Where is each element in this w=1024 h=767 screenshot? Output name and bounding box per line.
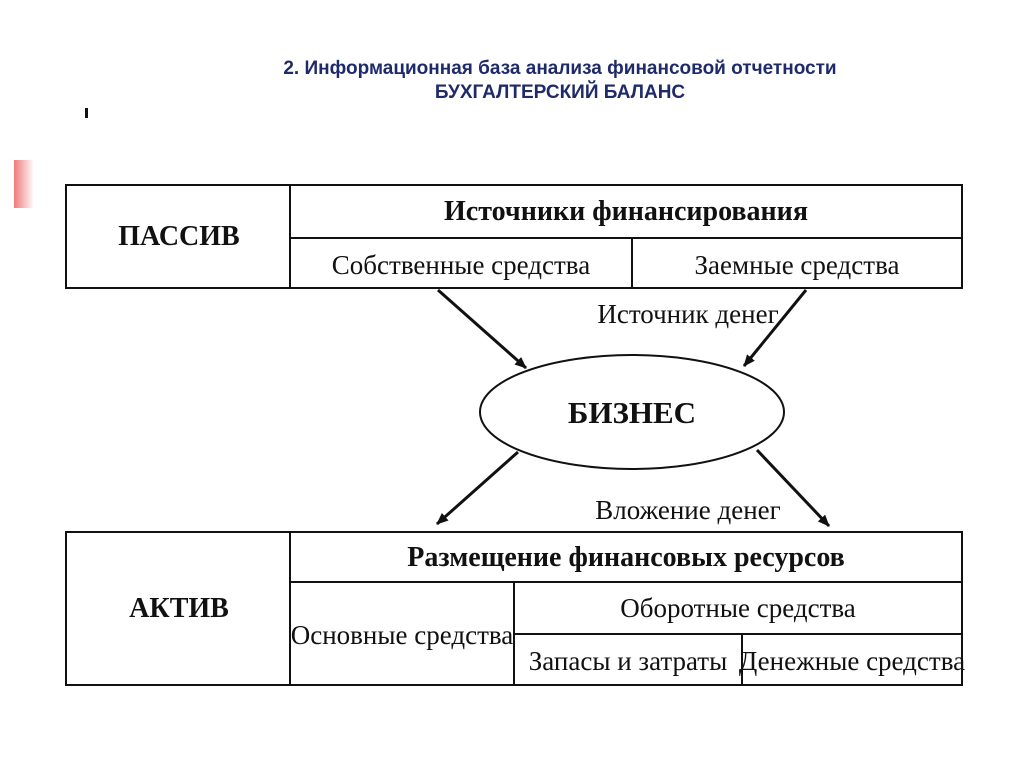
title-line-1: 2. Информационная база анализа финансово… [283, 58, 837, 79]
arrow-business-to-current-assets [755, 448, 831, 528]
bullet-mark [85, 108, 88, 118]
passive-table [65, 184, 963, 289]
slide-title: 2. Информационная база анализа финансово… [150, 57, 970, 105]
business-label: БИЗНЕС [568, 395, 696, 430]
arrow-borrowed-funds-to-business [742, 289, 808, 367]
own-funds-label: Собственные средства [332, 250, 590, 280]
passive-table-border [65, 184, 963, 289]
fixed-assets-label: Основные средства [291, 620, 514, 650]
current-assets-label: Оборотные средства [620, 593, 856, 623]
money-source-label: Источник денег [597, 299, 778, 329]
active-label: АКТИВ [129, 593, 229, 624]
financing-sources-header: Источники финансирования [444, 196, 808, 227]
passive-label: ПАССИВ [118, 221, 240, 252]
arrow-business-to-fixed-assets [436, 450, 519, 526]
active-table [65, 531, 963, 686]
inventories-label: Запасы и затраты [529, 646, 727, 676]
resource-allocation-header: Размещение финансовых ресурсов [407, 542, 845, 573]
accent-bar [14, 160, 34, 208]
arrow-own-funds-to-business [437, 288, 527, 370]
money-investment-label: Вложение денег [595, 495, 780, 525]
business-ellipse [479, 354, 785, 470]
title-line-2: БУХГАЛТЕРСКИЙ БАЛАНС [434, 82, 686, 103]
cash-label: Денежные средства [739, 646, 965, 676]
borrowed-funds-label: Заемные средства [695, 250, 900, 280]
